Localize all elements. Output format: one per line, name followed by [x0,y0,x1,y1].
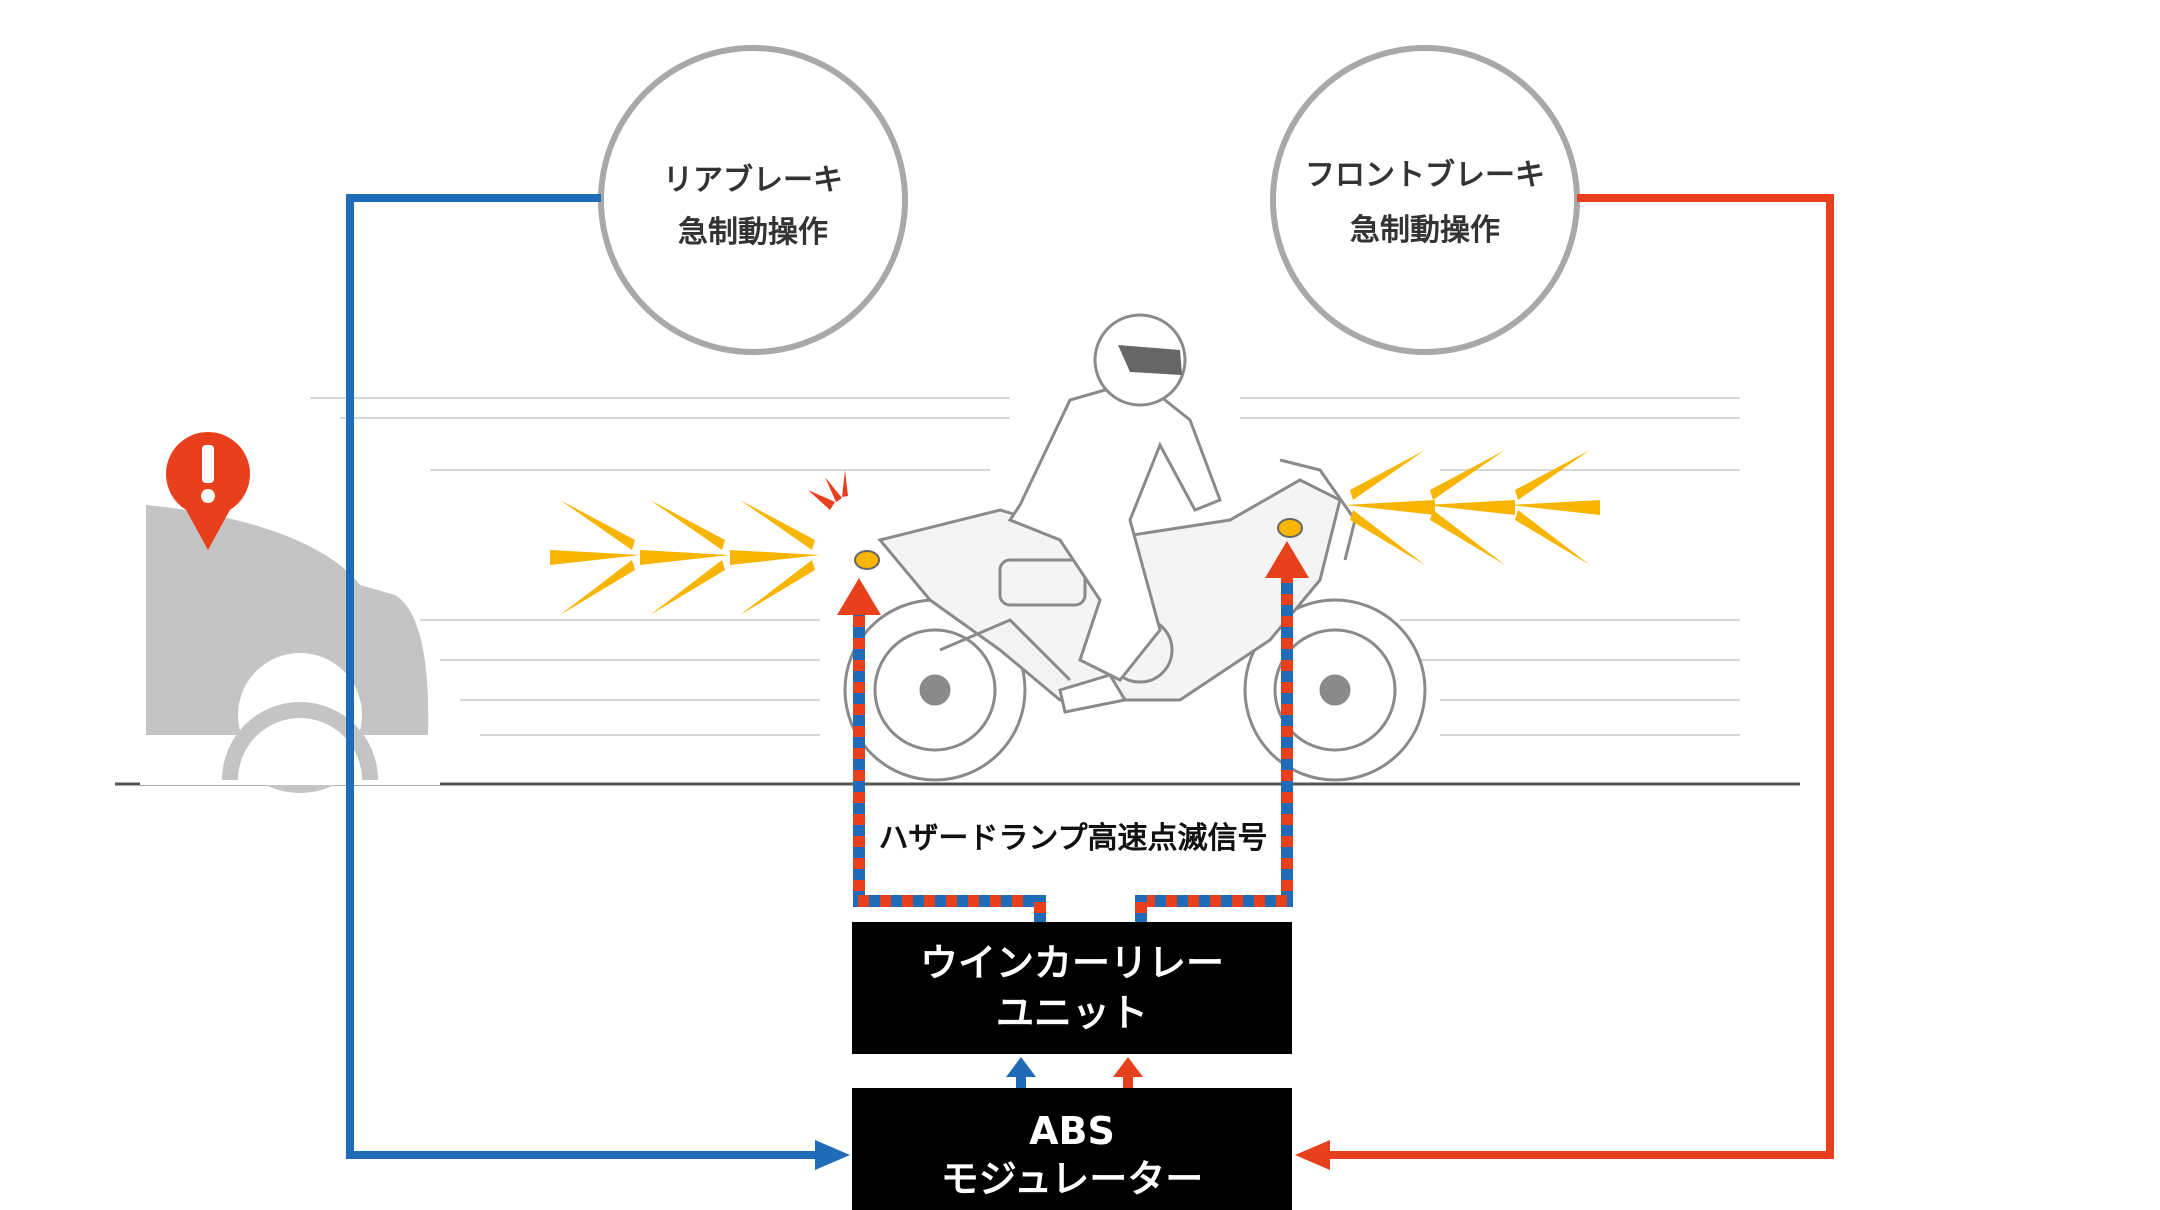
unit-link-arrows [1006,1057,1143,1088]
hazard-signal-label: ハザードランプ高速点滅信号 [878,821,1267,856]
hazard-signal-line [837,541,1309,925]
motorcycle-illustration [843,313,1427,782]
front-brake-label-1: フロントブレーキ [1305,158,1545,193]
arrow-icon [837,578,881,615]
turn-signal-lamps [854,518,1303,570]
rear-brake-label-1: リアブレーキ [663,163,843,198]
abs-unit-label-2: モジュレーター [941,1157,1204,1201]
arrow-icon [1265,541,1309,578]
exclamation-pin-icon [166,432,250,550]
rear-brake-signal-line [346,194,850,1170]
hazard-flash-icon-front [1345,450,1600,565]
winker-unit-label-2: ユニット [996,991,1148,1035]
front-brake-circle: フロントブレーキ 急制動操作 [1270,45,1580,355]
front-brake-label-2: 急制動操作 [1350,213,1500,248]
winker-relay-unit-box: ウインカーリレー ユニット [852,922,1292,1054]
arrow-icon [1113,1057,1143,1077]
abs-modulator-box: ABS モジュレーター [852,1088,1292,1210]
arrow-icon [1295,1140,1330,1170]
rear-lamp-alert-icon [808,470,848,510]
speed-lines [310,397,1740,736]
arrow-icon [1006,1057,1036,1077]
front-brake-signal-line [1295,194,1834,1170]
car-rear [140,505,440,793]
abs-unit-label-1: ABS [1029,1109,1115,1153]
rear-brake-circle: リアブレーキ 急制動操作 [598,45,908,355]
hazard-flash-icon-rear [550,500,820,615]
arrow-icon [815,1140,850,1170]
rear-brake-label-2: 急制動操作 [678,215,828,250]
winker-unit-label-1: ウインカーリレー [920,941,1224,985]
